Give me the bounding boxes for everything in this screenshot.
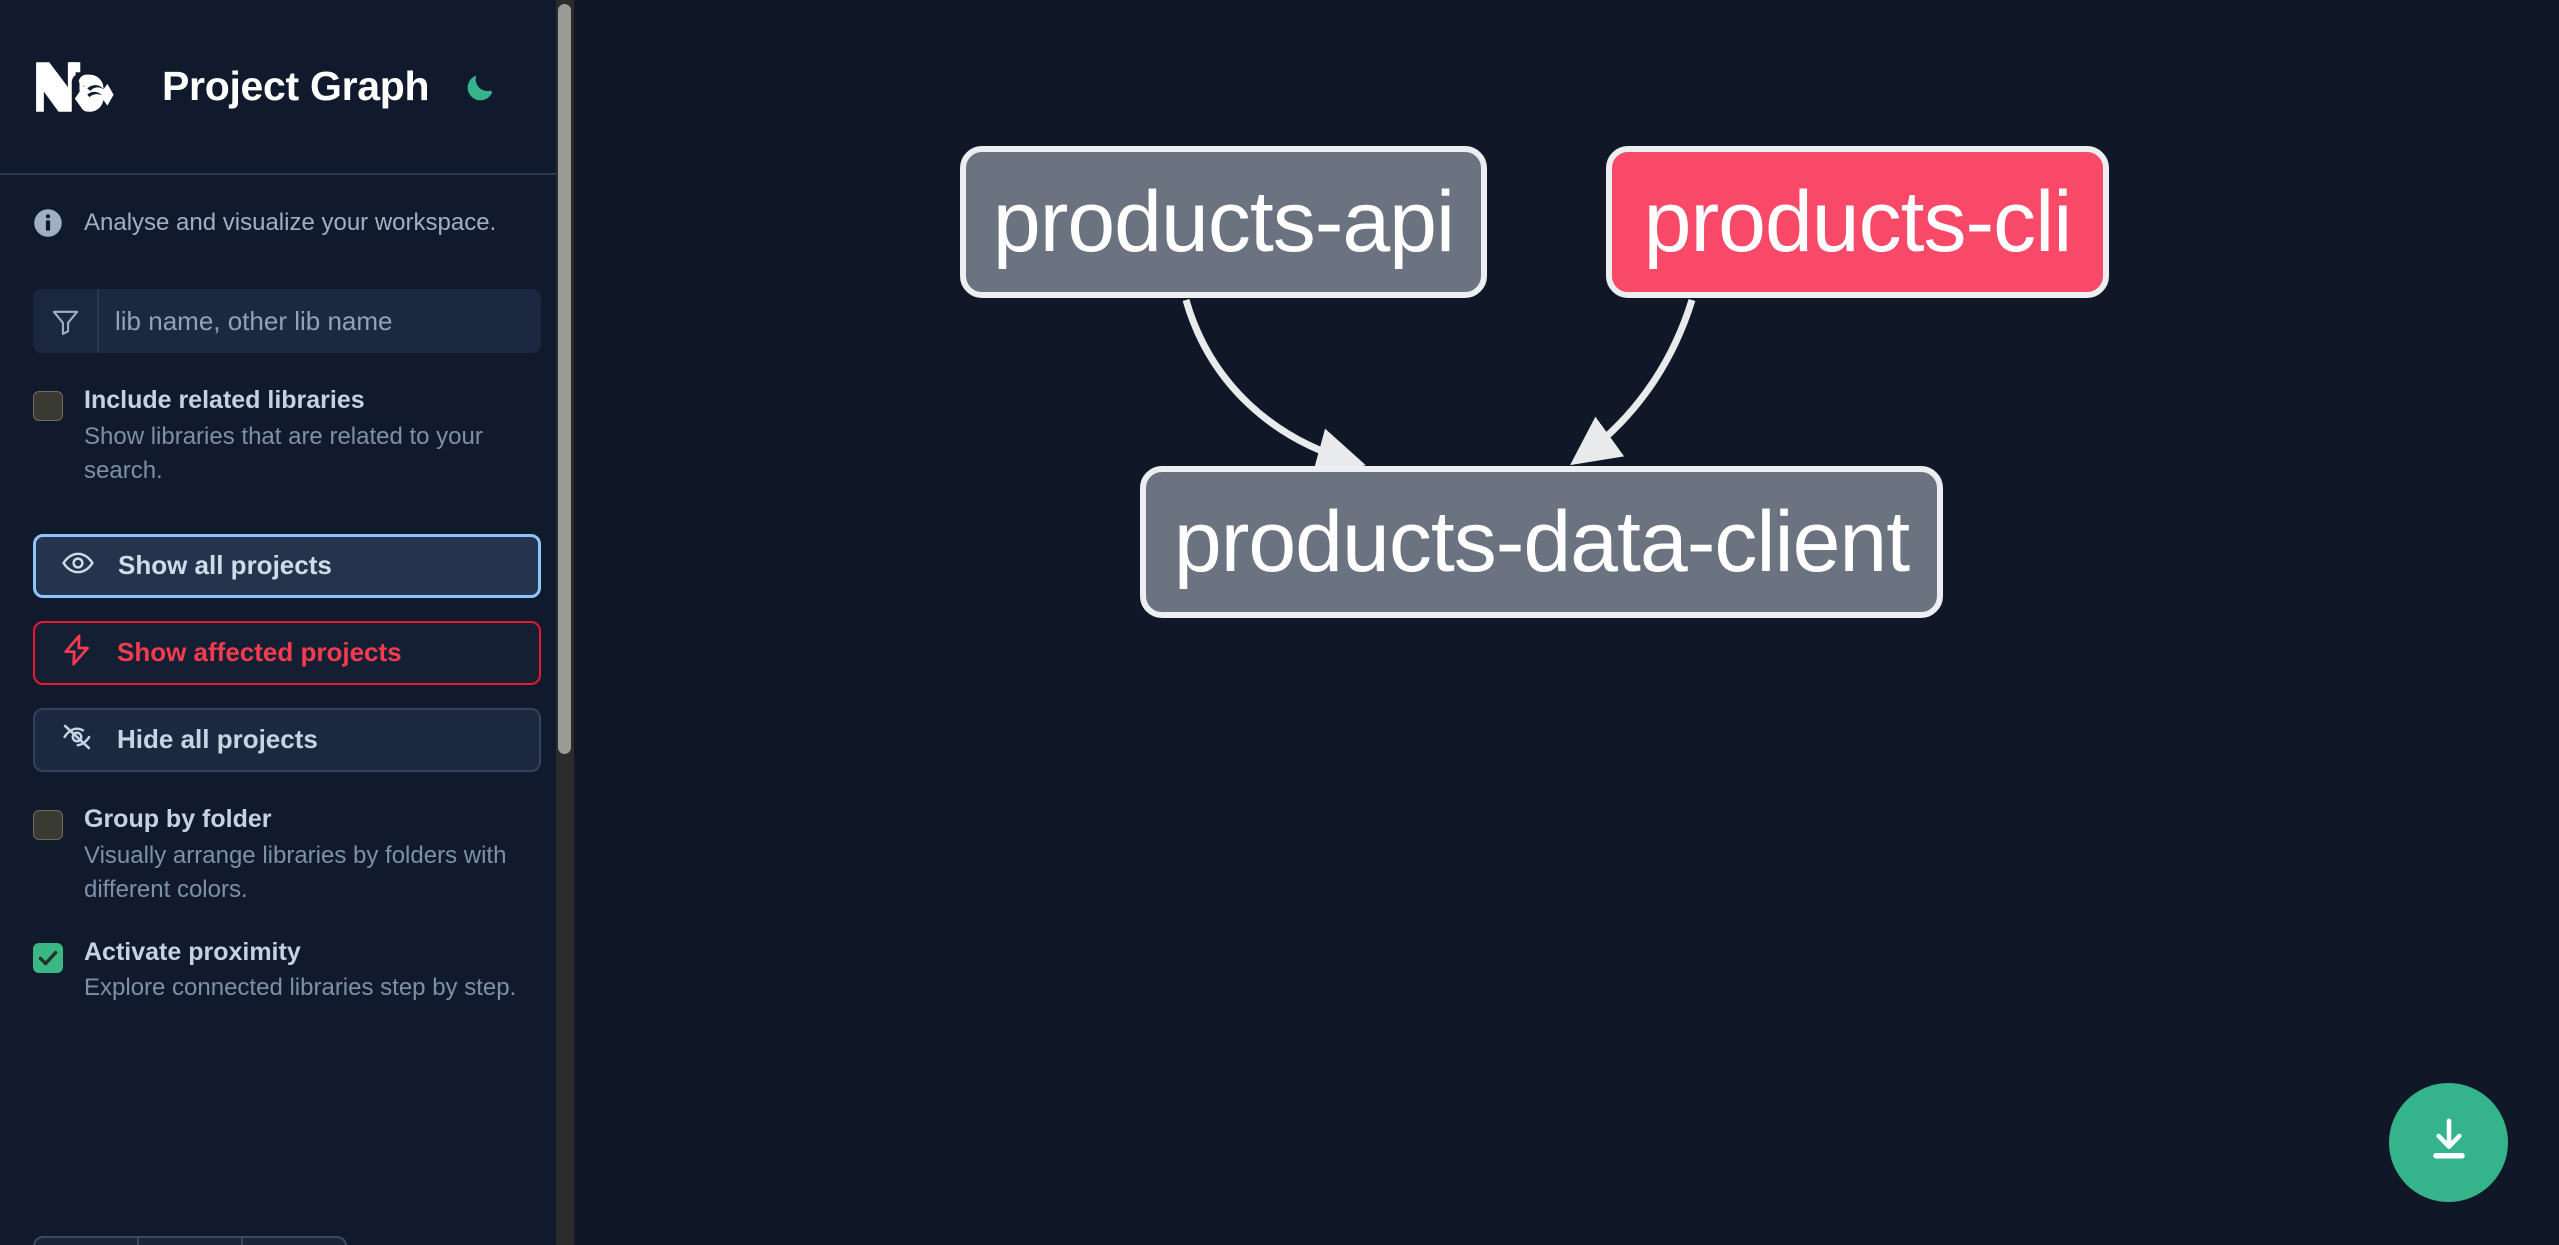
segmented-option-1[interactable] xyxy=(35,1238,139,1245)
segmented-option-2[interactable] xyxy=(139,1238,243,1245)
graph-node-label: products-data-client xyxy=(1173,493,1910,590)
search-input[interactable] xyxy=(99,289,541,353)
option-description: Show libraries that are related to your … xyxy=(84,422,483,485)
sidebar-header: Project Graph xyxy=(0,0,574,175)
option-group-by-folder[interactable]: Group by folder Visually arrange librari… xyxy=(33,805,541,908)
sidebar-scrollbar[interactable] xyxy=(556,0,574,1245)
lightning-bolt-icon xyxy=(60,633,94,672)
page-title: Project Graph xyxy=(162,63,430,109)
option-description: Visually arrange libraries by folders wi… xyxy=(84,841,507,904)
show-all-projects-label: Show all projects xyxy=(118,550,332,581)
graph-edges xyxy=(1182,298,1696,476)
show-affected-projects-label: Show affected projects xyxy=(117,637,402,668)
eye-off-icon xyxy=(60,720,94,759)
checkbox-include-related-libraries[interactable] xyxy=(33,391,63,421)
workspace-notice: Analyse and visualize your workspace. xyxy=(33,175,541,238)
info-icon xyxy=(33,208,63,238)
option-label: Group by folder xyxy=(84,804,272,833)
option-label: Include related libraries xyxy=(84,386,365,414)
show-all-projects-button[interactable]: Show all projects xyxy=(33,533,541,598)
nx-logo-icon xyxy=(33,56,126,118)
hide-all-projects-button[interactable]: Hide all projects xyxy=(33,707,541,772)
graph-node-products-data-client[interactable]: products-data-client xyxy=(1140,466,1943,618)
graph-node-label: products-cli xyxy=(1643,173,2073,270)
download-icon xyxy=(2422,1113,2476,1172)
option-include-related-libraries[interactable]: Include related libraries Show libraries… xyxy=(33,386,541,489)
checkbox-activate-proximity[interactable] xyxy=(33,942,63,973)
search-filter-row[interactable] xyxy=(33,289,541,353)
workspace-notice-text: Analyse and visualize your workspace. xyxy=(84,209,497,236)
eye-icon xyxy=(61,546,95,585)
graph-node-products-cli[interactable]: products-cli xyxy=(1606,146,2109,298)
hide-all-projects-label: Hide all projects xyxy=(117,724,318,755)
option-label: Activate proximity xyxy=(84,937,301,966)
filter-funnel-icon xyxy=(33,289,99,353)
sidebar-scrollbar-thumb[interactable] xyxy=(558,4,571,754)
graph-node-label: products-api xyxy=(992,173,1455,270)
sidebar-body: Analyse and visualize your workspace. In… xyxy=(0,175,574,1006)
moon-icon[interactable] xyxy=(460,67,500,107)
segmented-control[interactable] xyxy=(33,1236,347,1245)
checkbox-group-by-folder[interactable] xyxy=(33,809,63,840)
edge-products-cli-to-products-data-client xyxy=(1570,298,1696,466)
graph-canvas[interactable]: products-api products-cli products-data-… xyxy=(574,0,2559,1245)
edge-products-api-to-products-data-client xyxy=(1182,299,1366,476)
show-affected-projects-button[interactable]: Show affected projects xyxy=(33,620,541,685)
sidebar: Project Graph Analyse and visualize your… xyxy=(0,0,574,1245)
option-activate-proximity[interactable]: Activate proximity Explore connected lib… xyxy=(33,938,541,1006)
download-graph-button[interactable] xyxy=(2389,1083,2508,1202)
option-description: Explore connected libraries step by step… xyxy=(84,974,517,1002)
segmented-option-3[interactable] xyxy=(243,1238,345,1245)
graph-node-products-api[interactable]: products-api xyxy=(960,146,1487,298)
